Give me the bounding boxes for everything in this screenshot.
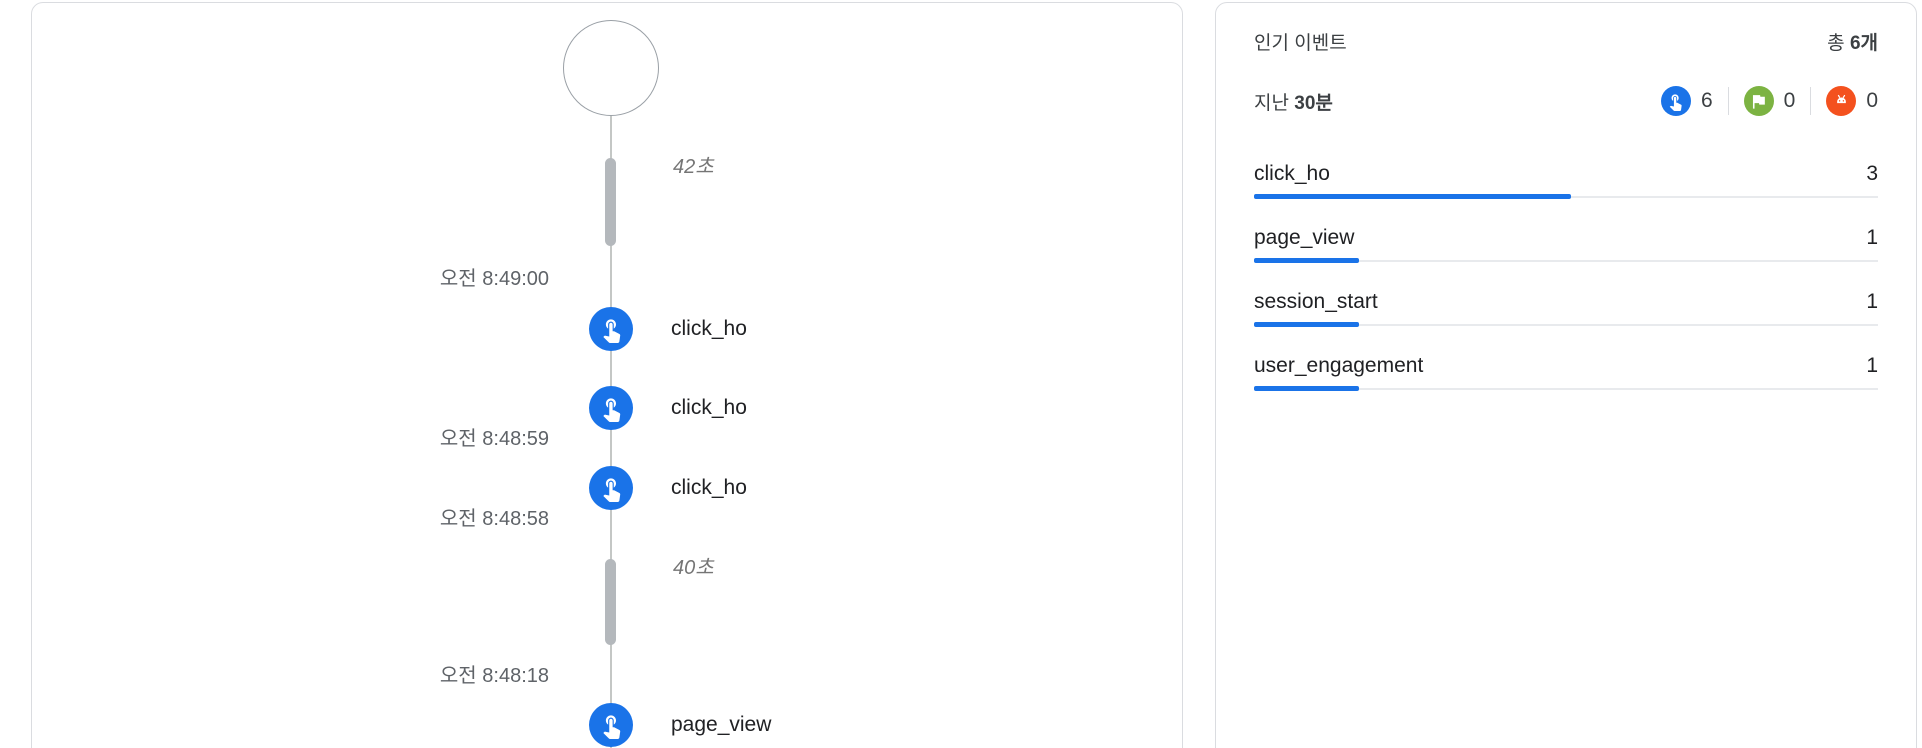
popular-events-card: 인기 이벤트 총 6개 지난 30분 6 0 <box>1215 2 1917 748</box>
timeline-timestamp: 오전 8:49:00 <box>439 268 549 290</box>
touch-icon[interactable] <box>589 703 633 747</box>
event-name: click_ho <box>1254 162 1330 185</box>
counter-divider <box>1727 87 1729 115</box>
timeline-event[interactable]: click_ho <box>589 386 747 430</box>
timeline-timestamp: 오전 8:48:58 <box>439 508 549 530</box>
touch-icon[interactable] <box>589 307 633 351</box>
total-count-label: 총 6개 <box>1827 32 1878 56</box>
event-bar-track <box>1254 258 1878 263</box>
popular-event-row[interactable]: click_ho 3 <box>1254 161 1878 199</box>
timeline-event[interactable]: click_ho <box>589 466 747 510</box>
popular-events-header: 인기 이벤트 총 6개 <box>1254 32 1878 56</box>
popular-events-subheader: 지난 30분 6 0 <box>1254 86 1878 116</box>
event-name: user_engagement <box>1254 354 1424 377</box>
popular-event-row[interactable]: session_start 1 <box>1254 289 1878 327</box>
gap-duration-label: 40초 <box>673 557 714 579</box>
popular-event-row[interactable]: user_engagement 1 <box>1254 353 1878 391</box>
event-bar-fill <box>1254 386 1360 391</box>
event-type-counters: 6 0 <box>1660 86 1878 116</box>
event-name: session_start <box>1254 290 1378 313</box>
timeline-card: 42초 오전 8:49:00 오전 8:48:59 오전 8:48:58 오전 … <box>31 2 1183 748</box>
total-value: 6개 <box>1849 33 1878 54</box>
event-bar-fill <box>1254 258 1360 263</box>
timeline-timestamp: 오전 8:48:18 <box>439 665 549 687</box>
period-prefix: 지난 <box>1254 92 1289 114</box>
event-bar-fill <box>1254 322 1360 327</box>
event-count: 1 <box>1866 354 1878 377</box>
popular-events-title: 인기 이벤트 <box>1254 33 1347 54</box>
timeline-gap-capsule <box>605 158 616 246</box>
timeline-event[interactable]: page_view <box>589 703 771 747</box>
touch-icon[interactable] <box>589 386 633 430</box>
counter-divider <box>1810 87 1812 115</box>
event-bar-fill <box>1254 194 1571 199</box>
gap-duration-label: 42초 <box>673 156 714 178</box>
session-start-circle <box>563 20 659 116</box>
events-counter[interactable]: 6 <box>1660 86 1713 116</box>
event-label: click_ho <box>671 476 747 499</box>
period-label: 지난 30분 <box>1254 88 1333 115</box>
event-bar-track <box>1254 194 1878 199</box>
event-count: 3 <box>1866 162 1878 185</box>
event-count: 1 <box>1866 290 1878 313</box>
event-bar-track <box>1254 386 1878 391</box>
event-count: 1 <box>1866 226 1878 249</box>
flag-icon <box>1743 86 1774 116</box>
event-bar-track <box>1254 322 1878 327</box>
timeline-timestamp: 오전 8:48:59 <box>439 428 549 450</box>
event-name: page_view <box>1254 226 1355 249</box>
event-label: click_ho <box>671 396 747 419</box>
period-value: 30분 <box>1294 92 1333 114</box>
conversions-count: 0 <box>1783 89 1796 112</box>
touch-icon[interactable] <box>589 466 633 510</box>
total-prefix: 총 <box>1827 33 1845 54</box>
event-label: click_ho <box>671 317 747 340</box>
touch-icon <box>1660 86 1691 116</box>
errors-counter[interactable]: 0 <box>1826 86 1878 116</box>
popular-event-row[interactable]: page_view 1 <box>1254 225 1878 263</box>
conversions-counter[interactable]: 0 <box>1743 86 1796 116</box>
android-icon <box>1826 86 1857 116</box>
errors-count: 0 <box>1866 89 1878 112</box>
timeline-line <box>610 116 612 748</box>
timeline-event[interactable]: click_ho <box>589 307 747 351</box>
events-count: 6 <box>1700 89 1713 112</box>
timeline-gap-capsule <box>605 559 616 645</box>
event-label: page_view <box>671 713 772 736</box>
popular-events-list: click_ho 3 page_view 1 session_start <box>1254 161 1878 391</box>
